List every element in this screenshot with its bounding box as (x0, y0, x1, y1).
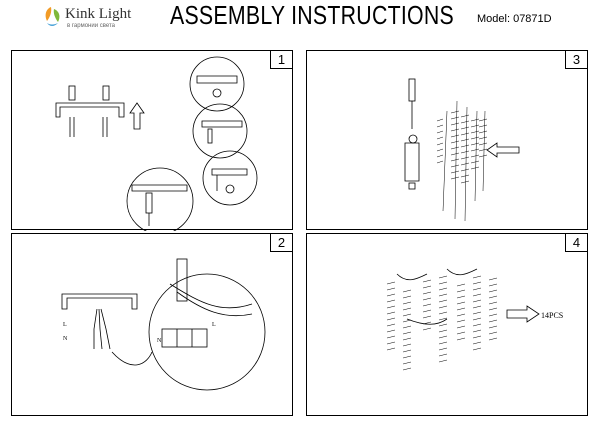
crystal-strands (386, 275, 498, 371)
wire-label-l: L (63, 322, 67, 328)
page-title: ASSEMBLY INSTRUCTIONS (170, 0, 454, 30)
terminal-label-l: L (212, 322, 216, 328)
brand-name: Kink Light (65, 6, 132, 22)
leaf-logo-icon (45, 7, 60, 26)
step-1-drawing (55, 56, 258, 231)
step-4-drawing: 14PCS (386, 268, 563, 371)
model-number: Model: 07871D (477, 13, 552, 25)
step-number: 3 (565, 51, 587, 69)
step-2-panel: 2 L N N L (11, 233, 293, 416)
terminal-label-n: N (157, 338, 162, 344)
step-number: 4 (565, 234, 587, 252)
brand-tagline: в гармонии света (67, 23, 116, 29)
step-number: 1 (270, 51, 292, 69)
step-1-panel: 1 (11, 50, 293, 231)
step-3-drawing (404, 78, 520, 222)
brand-logo: Kink Light в гармонии света (38, 3, 178, 33)
step-number: 2 (270, 234, 292, 252)
step-4-panel: 4 14PCS (306, 233, 588, 416)
wire-label-n: N (63, 336, 68, 342)
step-2-drawing: L N N L (61, 258, 266, 391)
quantity-label: 14PCS (541, 311, 563, 320)
step-3-panel: 3 (306, 50, 588, 230)
header: Kink Light в гармонии света ASSEMBLY INS… (0, 0, 600, 40)
